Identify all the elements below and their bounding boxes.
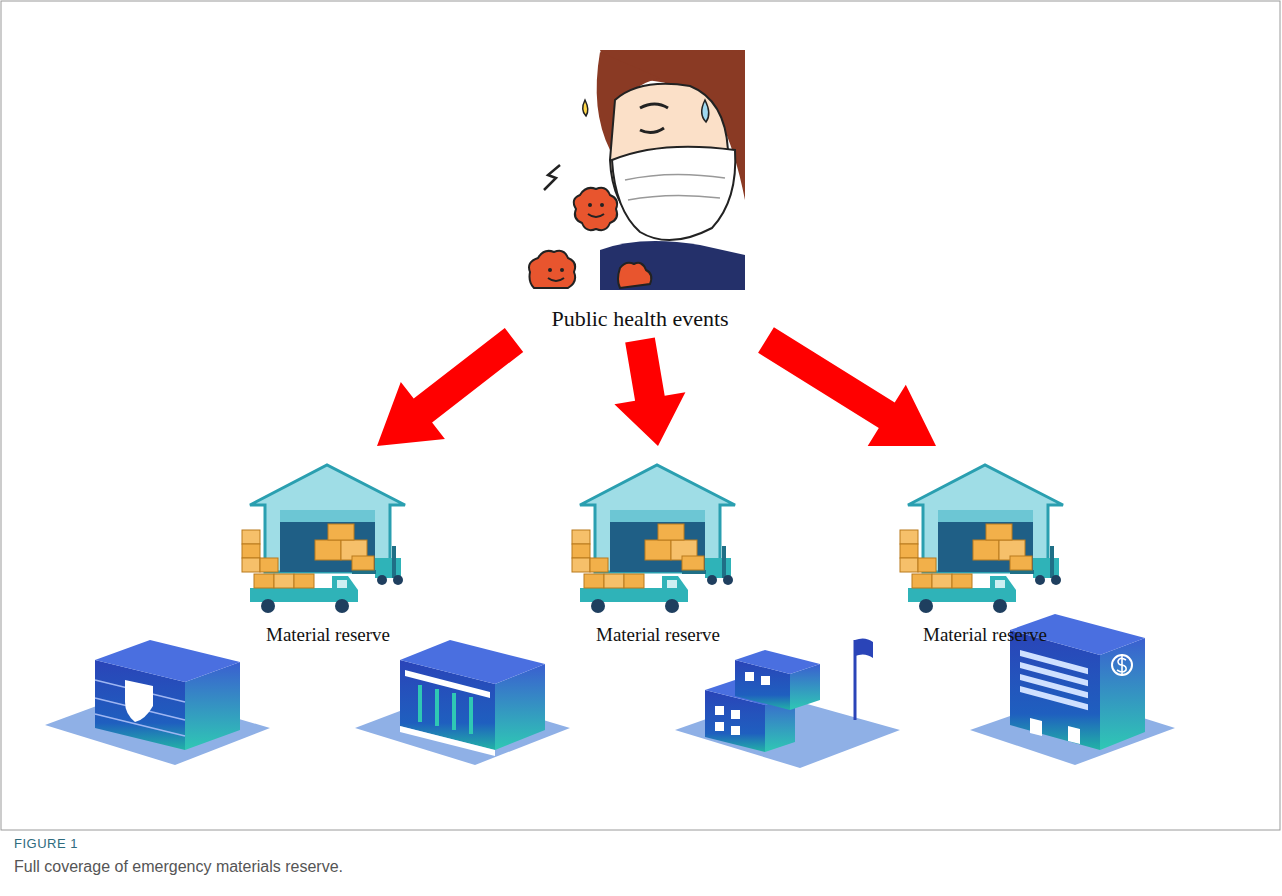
masked-person-illustration bbox=[529, 50, 745, 290]
figure-caption: Full coverage of emergency materials res… bbox=[14, 858, 343, 876]
figure-number: FIGURE 1 bbox=[14, 836, 78, 851]
warehouse-icon bbox=[242, 465, 405, 613]
warehouse-icon bbox=[900, 465, 1063, 613]
reserve-node: Material reserve bbox=[569, 456, 747, 646]
red-block-arrow bbox=[377, 328, 523, 446]
node-label: Material reserve bbox=[239, 624, 417, 646]
building-icon bbox=[45, 640, 270, 765]
reserve-node: Material reserve bbox=[239, 456, 417, 646]
red-block-arrow bbox=[614, 338, 685, 447]
figure-frame bbox=[1, 1, 1280, 830]
building-icon bbox=[355, 640, 570, 765]
event-node: Public health events bbox=[534, 48, 746, 332]
building-icon bbox=[675, 638, 900, 768]
node-label: Public health events bbox=[534, 306, 746, 332]
reserve-node: Material reserve bbox=[896, 456, 1074, 646]
node-label: Material reserve bbox=[569, 624, 747, 646]
node-label: Material reserve bbox=[896, 624, 1074, 646]
warehouse-icon bbox=[572, 465, 735, 613]
red-block-arrow bbox=[758, 327, 936, 446]
